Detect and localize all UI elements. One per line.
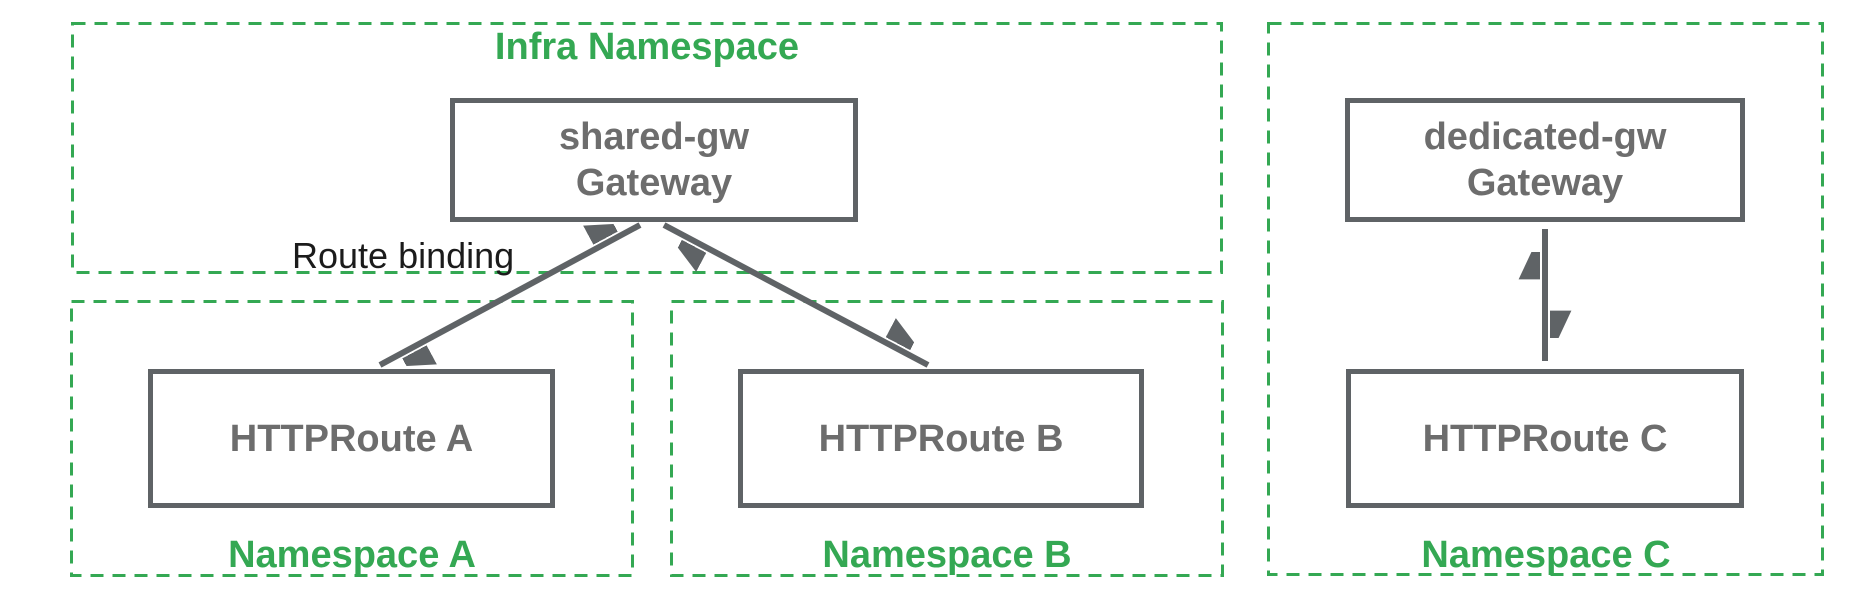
route-binding-arrow-b xyxy=(662,222,930,368)
node-httproute-a: HTTPRoute A xyxy=(148,369,555,508)
shared-gw-name: shared-gw xyxy=(558,116,750,158)
node-shared-gw-gateway: shared-gw Gateway xyxy=(450,98,858,222)
namespace-c-label: Namespace C xyxy=(1421,534,1671,576)
namespace-b-label: Namespace B xyxy=(822,534,1072,576)
route-binding-arrow-a xyxy=(378,225,642,365)
httproute-b-label: HTTPRoute B xyxy=(818,417,1064,460)
namespace-infra-label: Infra Namespace xyxy=(494,26,800,68)
httproute-c-label: HTTPRoute C xyxy=(1422,417,1668,460)
node-httproute-b: HTTPRoute B xyxy=(738,369,1144,508)
node-httproute-c: HTTPRoute C xyxy=(1346,369,1744,508)
namespace-c-border xyxy=(1267,22,1824,576)
dedicated-gw-name: dedicated-gw xyxy=(1423,116,1667,158)
namespace-b-border xyxy=(670,300,1224,577)
httproute-a-label: HTTPRoute A xyxy=(229,417,474,460)
route-binding-annotation: Route binding xyxy=(292,235,515,276)
shared-gw-kind: Gateway xyxy=(575,162,733,204)
node-dedicated-gw-gateway: dedicated-gw Gateway xyxy=(1345,98,1745,222)
dedicated-gw-kind: Gateway xyxy=(1466,162,1624,204)
namespace-a-label: Namespace A xyxy=(228,534,476,576)
namespace-infra-border xyxy=(71,22,1223,274)
